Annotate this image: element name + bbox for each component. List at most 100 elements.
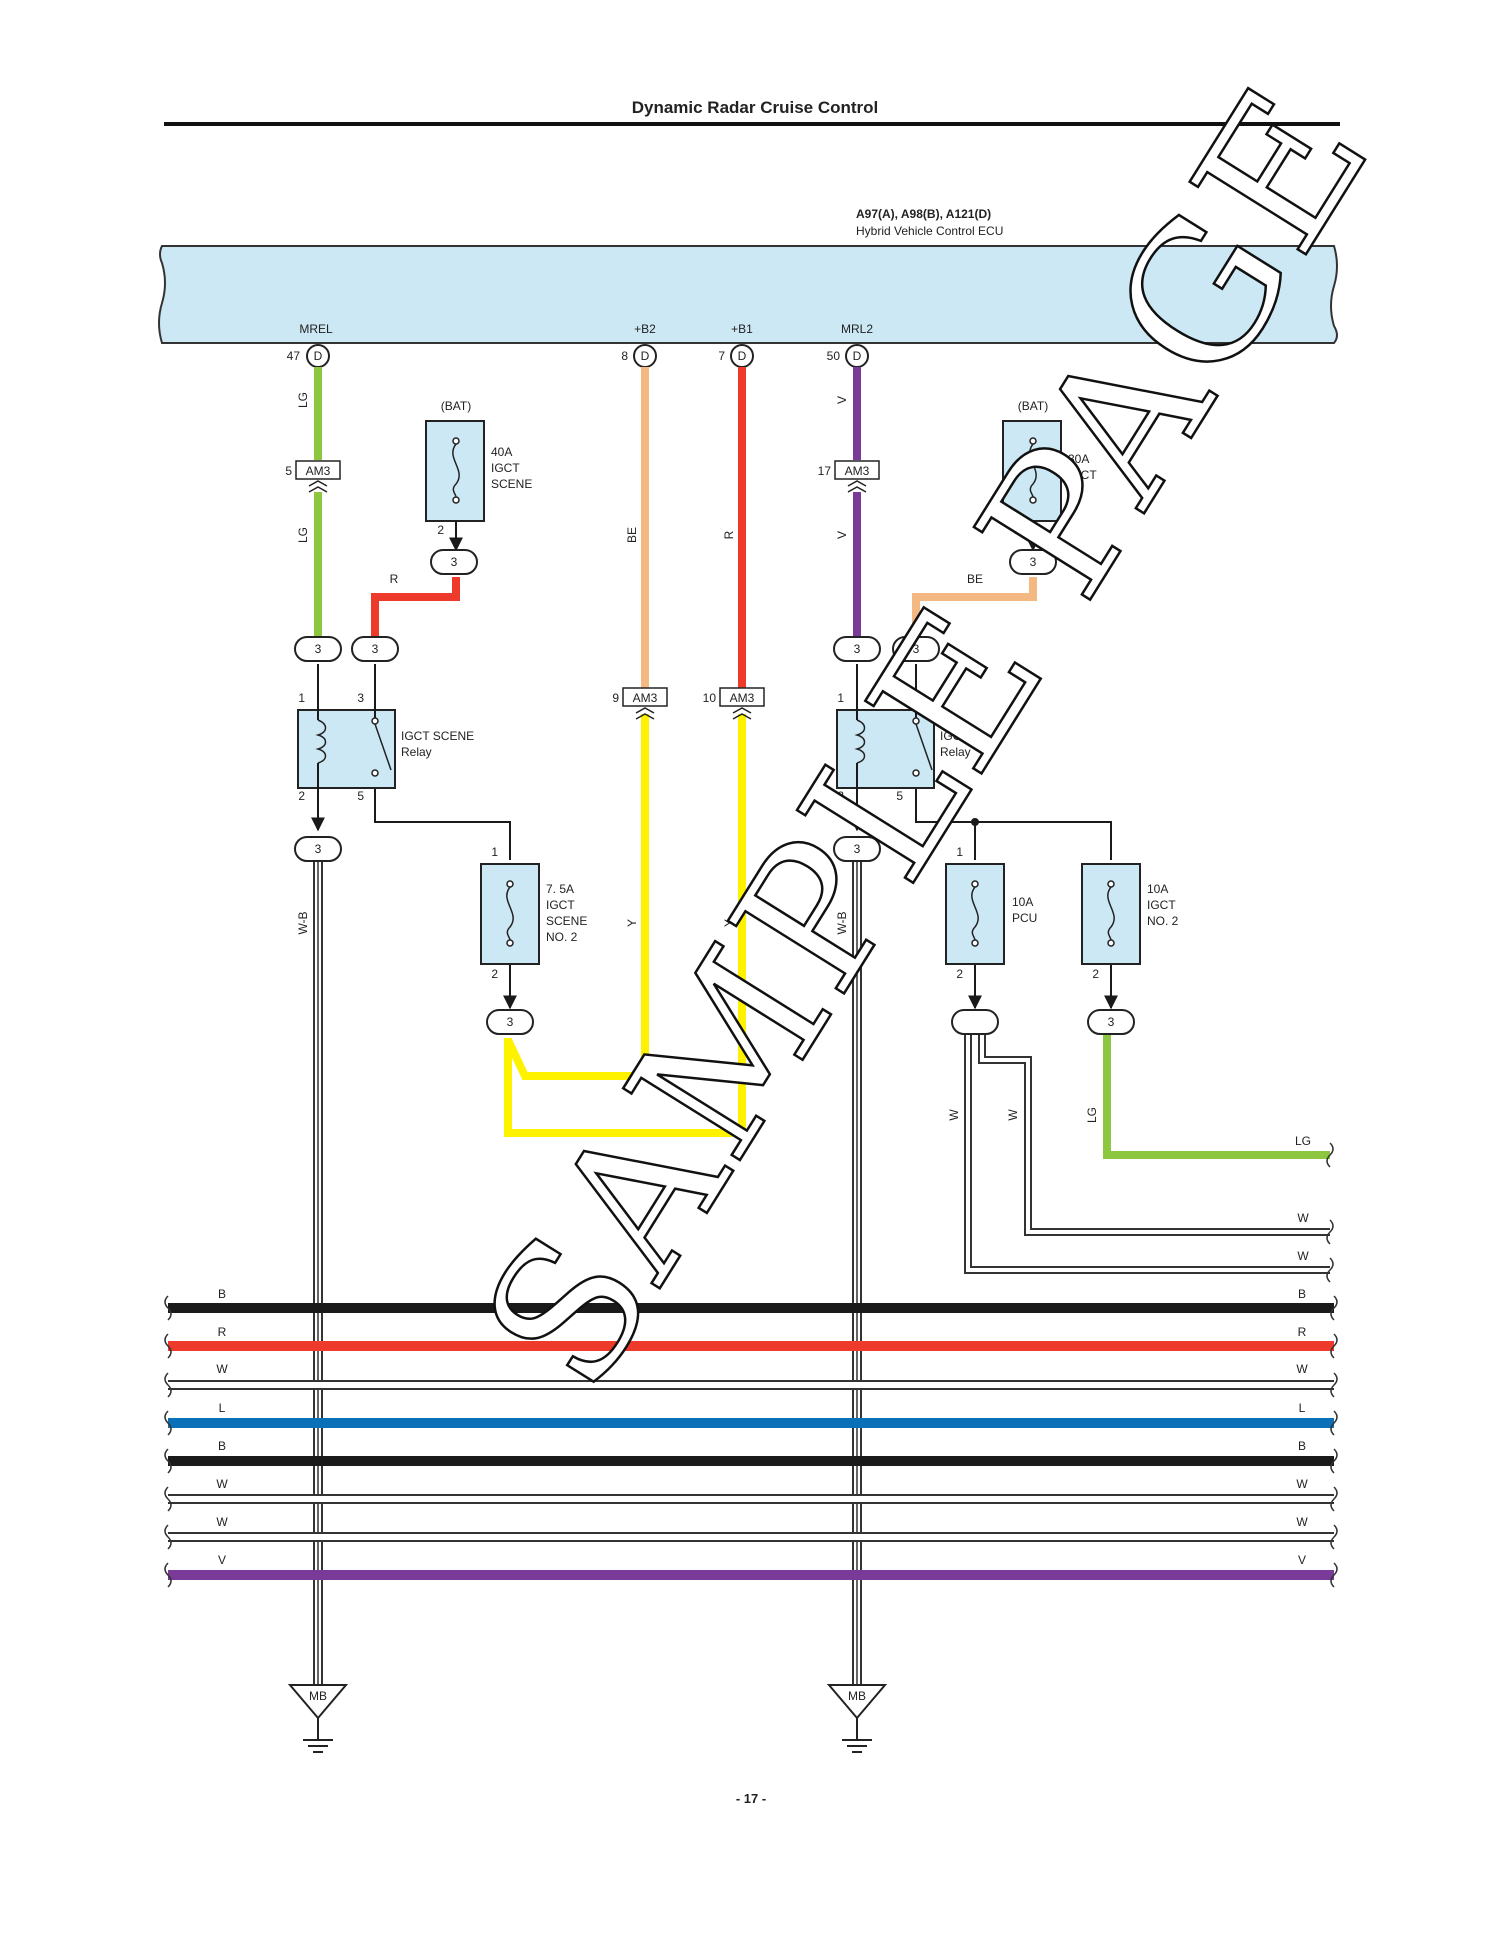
wire-label-lg-1: LG: [296, 392, 310, 408]
junction-connector: 3: [351, 636, 399, 662]
svg-text:10A: 10A: [1147, 882, 1168, 896]
junction-connector: 3: [294, 836, 342, 862]
svg-text:3: 3: [357, 691, 364, 705]
bus-label-right: L: [1299, 1401, 1306, 1415]
relay-igct: 1 3 IGCT Relay 2 5: [836, 664, 971, 832]
svg-text:2: 2: [1092, 967, 1099, 981]
ground-mb-left: MB: [287, 1684, 349, 1753]
wire-label-w-2: W: [1006, 1109, 1020, 1121]
wire-label-wb-1: W-B: [296, 911, 310, 934]
wire-label-v-1: V: [835, 396, 849, 404]
junction-connector: 3: [1087, 1009, 1135, 1035]
wire-label-r-1: R: [722, 530, 736, 539]
page-title: Dynamic Radar Cruise Control: [632, 98, 879, 117]
svg-text:MRL2: MRL2: [841, 322, 873, 336]
bus-wavy-ends: [164, 1142, 1338, 1588]
svg-text:3: 3: [913, 642, 920, 656]
svg-text:IGCT: IGCT: [1068, 468, 1097, 482]
svg-text:Relay: Relay: [401, 745, 432, 759]
svg-text:MB: MB: [848, 1689, 866, 1703]
ecu-pin-b2: +B2 8 D: [621, 322, 657, 368]
svg-text:PCU: PCU: [1012, 911, 1037, 925]
junction-connector: 3: [486, 1009, 534, 1035]
svg-text:5: 5: [357, 789, 364, 803]
svg-text:+B2: +B2: [634, 322, 656, 336]
fuse-10a-pcu: 1 10A PCU 2: [945, 845, 1037, 981]
svg-text:7. 5A: 7. 5A: [546, 882, 574, 896]
bus-wire-6: W W: [168, 1477, 1334, 1504]
bus-wire-7: W W: [168, 1515, 1334, 1542]
wire-label-lg-2: LG: [296, 527, 310, 543]
bus-wire-4: L L: [168, 1401, 1334, 1428]
wire-relay1-pin5: [374, 780, 511, 860]
svg-text:17: 17: [818, 464, 832, 478]
svg-text:3: 3: [315, 642, 322, 656]
bus-label-left: R: [218, 1325, 227, 1339]
svg-text:2: 2: [437, 523, 444, 537]
svg-text:1: 1: [956, 845, 963, 859]
svg-text:3: 3: [451, 555, 458, 569]
wire-lg-out: [1103, 1035, 1330, 1159]
connector-am3-5: AM3 5: [285, 460, 341, 493]
junction-connector: 3: [430, 549, 478, 575]
splice-dot: [971, 818, 979, 826]
fuse-40a-igct-scene: (BAT) 40A IGCT SCENE 2: [425, 399, 532, 552]
bus-label-right: B: [1298, 1287, 1306, 1301]
junction-connector: 3: [892, 636, 940, 662]
wire-label-wb-2: W-B: [835, 911, 849, 934]
ecu-box: [158, 245, 1338, 344]
wire-w-pcu-1: [964, 1035, 1330, 1274]
ecu-pin-b1: +B1 7 D: [718, 322, 754, 368]
connector-am3-17: AM3 17: [818, 460, 880, 493]
output-label-lg: LG: [1295, 1134, 1311, 1148]
bus-label-right: B: [1298, 1439, 1306, 1453]
svg-text:3: 3: [315, 842, 322, 856]
bus-label-left: B: [218, 1439, 226, 1453]
svg-text:3: 3: [372, 642, 379, 656]
svg-text:(BAT): (BAT): [441, 399, 471, 413]
svg-text:47: 47: [287, 349, 301, 363]
wire-label-v-2: V: [835, 531, 849, 539]
bus-wire-8: V V: [168, 1553, 1334, 1580]
svg-text:SCENE: SCENE: [546, 914, 587, 928]
svg-text:IGCT: IGCT: [940, 729, 969, 743]
svg-text:D: D: [738, 349, 747, 363]
svg-text:AM3: AM3: [730, 691, 755, 705]
svg-text:8: 8: [621, 349, 628, 363]
wire-label-y-2: Y: [722, 919, 736, 927]
fuse-7-5a-igct-scene-no2: 1 7. 5A IGCT SCENE NO. 2 2: [480, 845, 587, 981]
svg-text:3: 3: [896, 691, 903, 705]
bus-label-left: V: [218, 1553, 226, 1567]
wire-w-pcu-2: [978, 1035, 1330, 1236]
svg-text:10: 10: [703, 691, 717, 705]
svg-text:Relay: Relay: [940, 745, 971, 759]
svg-text:3: 3: [1030, 555, 1037, 569]
svg-text:5: 5: [896, 789, 903, 803]
svg-text:D: D: [853, 349, 862, 363]
ecu-name: Hybrid Vehicle Control ECU: [856, 224, 1003, 238]
bus-label-left: W: [216, 1362, 228, 1376]
ground-mb-right: MB: [826, 1684, 888, 1753]
bus-label-left: W: [216, 1515, 228, 1529]
wire-label-w-1: W: [947, 1109, 961, 1121]
bus-wire-3: W W: [168, 1362, 1334, 1390]
svg-text:2: 2: [491, 967, 498, 981]
junction-connector: 3: [294, 636, 342, 662]
svg-text:SCENE: SCENE: [491, 477, 532, 491]
wire-label-r-2: R: [390, 572, 399, 586]
svg-text:3: 3: [507, 1015, 514, 1029]
wire-label-be-2: BE: [967, 572, 983, 586]
svg-text:IGCT: IGCT: [1147, 898, 1176, 912]
connector-am3-9: AM3 9: [612, 687, 668, 720]
svg-text:IGCT: IGCT: [546, 898, 575, 912]
svg-text:50: 50: [827, 349, 841, 363]
svg-text:2: 2: [1014, 523, 1021, 537]
wire-label-lg-3: LG: [1085, 1107, 1099, 1123]
wire-relay2-pin5: [915, 780, 1112, 860]
svg-text:IGCT SCENE: IGCT SCENE: [401, 729, 474, 743]
page-number: - 17 -: [736, 1791, 766, 1806]
junction-connector: 3: [1009, 549, 1057, 575]
bus-label-right: W: [1296, 1477, 1308, 1491]
bus-label-right: R: [1298, 1325, 1307, 1339]
